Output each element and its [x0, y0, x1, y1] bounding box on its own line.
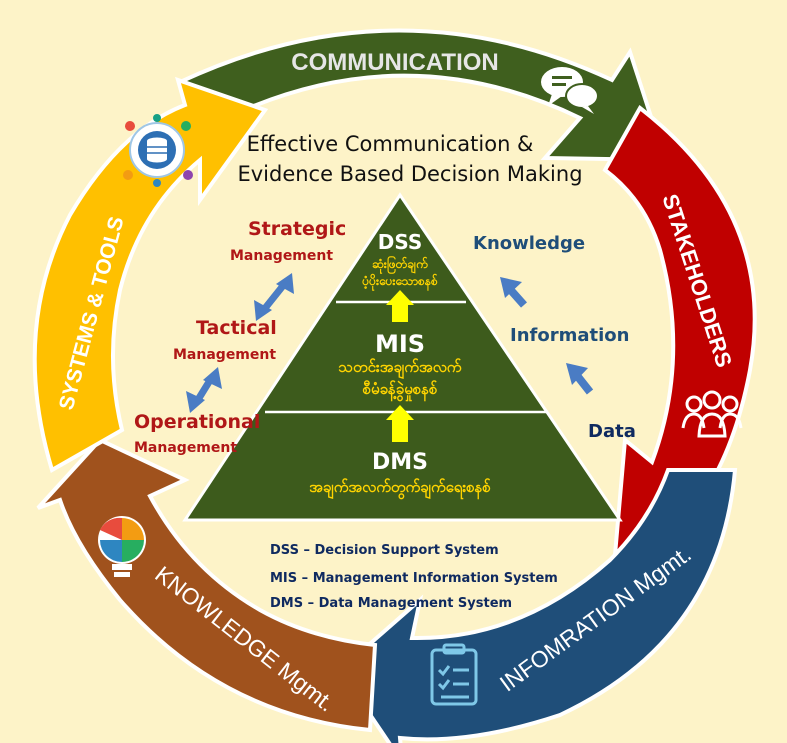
- legend-dms: DMS – Data Management System: [270, 596, 513, 611]
- pyramid-dss-sub-1: ဆုံးဖြတ်ချက်: [372, 257, 428, 271]
- pyramid-dms-title: DMS: [372, 450, 428, 475]
- legend-mis: MIS – Management Information System: [270, 571, 558, 586]
- label-strategic-sub: Management: [230, 248, 334, 264]
- label-knowledge: Knowledge: [473, 233, 586, 254]
- people-icon: [681, 390, 743, 438]
- pyramid-dss-title: DSS: [377, 230, 423, 254]
- pyramid-mis-title: MIS: [374, 330, 426, 358]
- information-segment: [337, 468, 738, 743]
- double-arrow-strategic-tactical: [254, 273, 294, 321]
- lightbulb-puzzle-icon: [98, 516, 146, 577]
- label-tactical-sub: Management: [173, 347, 277, 363]
- pyramid: [182, 192, 623, 522]
- label-operational-sub: Management: [134, 440, 238, 456]
- clipboard-checklist-icon: [430, 643, 478, 706]
- arrow-mis-to-dss: [386, 290, 414, 322]
- title-line-1: Effective Communication &: [246, 132, 534, 156]
- pyramid-mis-sub-1: သတင်းအချက်အလက်: [338, 358, 462, 376]
- arrow-dms-to-mis: [386, 405, 414, 442]
- title-line-2: Evidence Based Decision Making: [237, 162, 583, 186]
- pyramid-dms-sub: အချက်အလက်တွက်ချက်ရေးစနစ်: [309, 478, 491, 496]
- pyramid-mis-sub-2: စီမံခန့်ခွဲမှုစနစ်: [362, 380, 438, 398]
- label-data: Data: [588, 421, 636, 442]
- label-operational: Operational: [134, 411, 261, 433]
- pyramid-dss-sub-2: ပံ့ပိုးပေးသောစနစ်: [362, 274, 438, 288]
- arrow-information-to-knowledge: [500, 277, 527, 308]
- label-strategic: Strategic: [248, 218, 347, 240]
- database-network-icon: [123, 114, 193, 187]
- knowledge-segment: [36, 437, 378, 733]
- label-tactical: Tactical: [196, 317, 277, 339]
- chat-bubbles-icon: [541, 67, 599, 114]
- systems-segment: [32, 76, 269, 473]
- double-arrow-tactical-operational: [186, 367, 222, 413]
- ring-label-communication: COMMUNICATION: [291, 49, 499, 76]
- arrow-data-to-information: [566, 363, 594, 395]
- legend-dss: DSS – Decision Support System: [270, 543, 499, 558]
- label-information: Information: [510, 325, 630, 346]
- communication-segment: [176, 28, 668, 163]
